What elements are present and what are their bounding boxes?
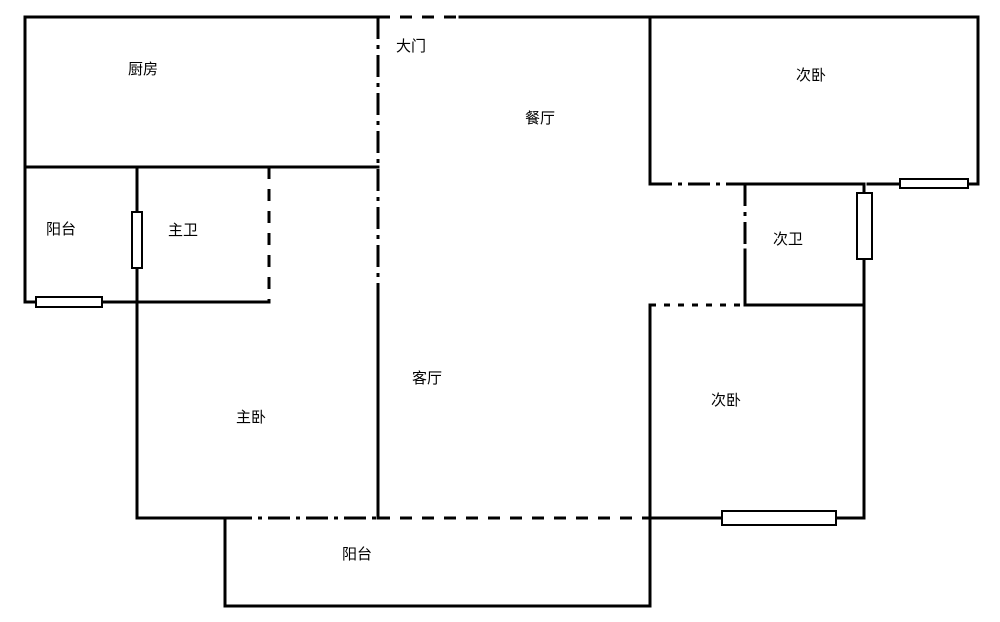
wall-kitchen bbox=[23, 15, 380, 169]
label-master-bed: 主卧 bbox=[236, 408, 267, 426]
label-bedroom-ne: 次卧 bbox=[796, 66, 827, 84]
walls bbox=[23, 15, 980, 608]
window-balcony-west bbox=[35, 296, 103, 308]
window-master-bath bbox=[131, 211, 143, 269]
label-second-bath: 次卫 bbox=[773, 230, 804, 248]
label-living: 客厅 bbox=[412, 369, 443, 387]
label-bedroom-se: 次卧 bbox=[711, 391, 742, 409]
wall-master-bath bbox=[135, 165, 232, 520]
window-second-bath bbox=[856, 192, 873, 260]
wall-second-bath bbox=[743, 182, 866, 307]
wall-east bbox=[866, 15, 980, 186]
label-master-bath: 主卫 bbox=[168, 221, 199, 239]
window-bedroom-se bbox=[721, 510, 837, 526]
windows bbox=[35, 178, 969, 526]
label-kitchen: 厨房 bbox=[128, 60, 159, 78]
openings bbox=[25, 15, 747, 520]
wall-bedroom-se-east bbox=[648, 303, 866, 520]
wall-balcony-south bbox=[223, 516, 652, 608]
label-entrance: 大门 bbox=[396, 37, 427, 55]
wall-balcony-west bbox=[23, 165, 139, 304]
label-dining: 餐厅 bbox=[525, 109, 556, 127]
window-bedroom-ne bbox=[899, 178, 969, 189]
label-balcony-west: 阳台 bbox=[46, 220, 77, 238]
label-balcony-south: 阳台 bbox=[342, 545, 373, 563]
